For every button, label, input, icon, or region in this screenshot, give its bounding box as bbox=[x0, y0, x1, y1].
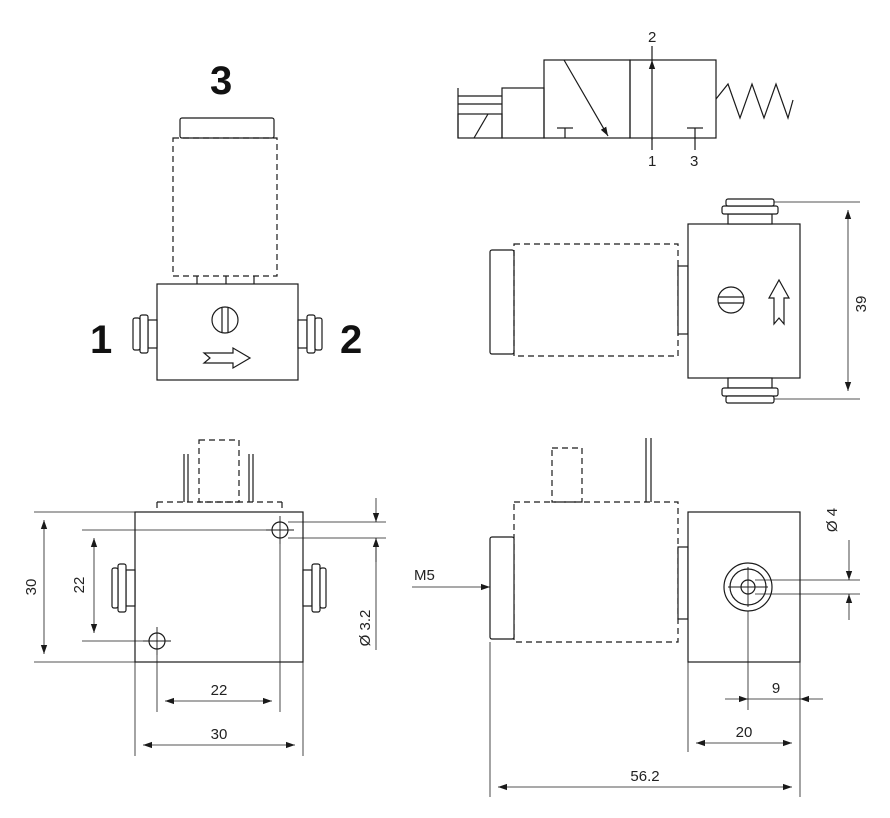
flow-arrow-up-icon bbox=[767, 278, 791, 326]
port-2-label: 2 bbox=[340, 318, 362, 362]
coil-cap bbox=[489, 249, 515, 355]
coil-outline bbox=[513, 243, 679, 357]
dimension-9-label: 9 bbox=[772, 680, 780, 697]
flow-arrow-right-icon bbox=[202, 346, 252, 370]
adjust-screw-icon bbox=[717, 286, 745, 314]
dimension-22-vertical-label: 22 bbox=[71, 577, 88, 594]
top-fitting bbox=[721, 198, 779, 225]
neck bbox=[196, 276, 255, 284]
dimension-56.2-label: 56.2 bbox=[630, 768, 659, 785]
dimension-diameter-4-label: Ø 4 bbox=[824, 508, 841, 532]
port-fitting bbox=[723, 562, 773, 612]
valve-body bbox=[134, 511, 304, 663]
coil-cap bbox=[489, 536, 515, 640]
dimension-39-label: 39 bbox=[853, 296, 870, 313]
port-1-label: 1 bbox=[90, 318, 112, 362]
right-fitting bbox=[297, 314, 323, 354]
mount-hole-bottom bbox=[143, 627, 171, 655]
bottom-fitting bbox=[721, 377, 779, 404]
valve-square-right bbox=[629, 59, 717, 139]
symbol-port-2: 2 bbox=[648, 29, 656, 46]
solenoid-actuator bbox=[457, 87, 545, 139]
pneumatic-symbol: 2 1 3 bbox=[457, 29, 794, 170]
bottom-view: M5 Ø 4 9 20 56.2 bbox=[412, 438, 860, 797]
top-view: 30 22 22 30 Ø 3.2 bbox=[23, 439, 386, 756]
coil-cap bbox=[179, 117, 275, 139]
mount-hole-top bbox=[266, 516, 294, 544]
dimension-30-horizontal-label: 30 bbox=[211, 726, 228, 743]
coil-outline bbox=[513, 501, 679, 643]
dimension-22-horizontal-label: 22 bbox=[211, 682, 228, 699]
front-view: 3 1 2 bbox=[90, 59, 362, 381]
right-fitting bbox=[302, 563, 327, 613]
spring-icon bbox=[715, 82, 794, 120]
left-fitting bbox=[132, 314, 158, 354]
side-view: 39 bbox=[489, 198, 870, 404]
port-3-label: 3 bbox=[210, 59, 232, 103]
adjust-screw-icon bbox=[211, 306, 239, 334]
symbol-port-1: 1 bbox=[648, 153, 656, 170]
dimension-39: 39 bbox=[774, 201, 870, 400]
thread-m5-label: M5 bbox=[414, 567, 435, 584]
symbol-port-3: 3 bbox=[690, 153, 698, 170]
dimension-diameter-3.2-label: Ø 3.2 bbox=[357, 610, 374, 647]
dimension-20-label: 20 bbox=[736, 724, 753, 741]
dimension-30-vertical-label: 30 bbox=[23, 579, 40, 596]
coil-outline bbox=[172, 137, 278, 277]
left-fitting bbox=[111, 563, 136, 613]
